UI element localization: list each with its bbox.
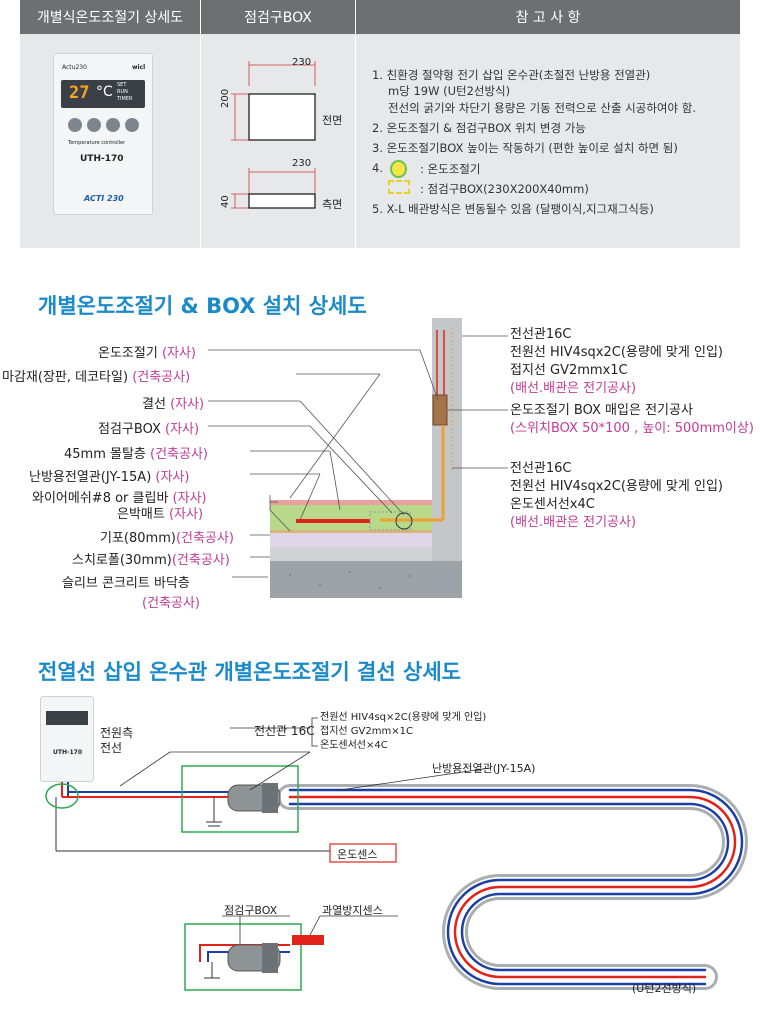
header-box: 점검구BOX	[201, 0, 355, 34]
label-wire-mesh: 와이어메쉬#8 or 클립바 (자사)	[32, 491, 207, 506]
sensor-label-box	[329, 843, 397, 863]
slab-texture	[289, 571, 441, 589]
controller-buttons	[68, 118, 140, 132]
note-2: 2. 온도조절기 & 점검구BOX 위치 변경 가능	[372, 121, 586, 135]
controller-legend-icon	[390, 160, 407, 178]
box-side-label: 측면	[322, 198, 343, 211]
box-side-rect	[248, 193, 316, 209]
mini-model: UTH-170	[53, 749, 83, 756]
section2-title: 개별온도조절기 & BOX 설치 상세도	[38, 294, 367, 318]
label-slab: 슬리브 콘크리트 바닥층	[62, 576, 190, 591]
slab	[270, 561, 462, 598]
right-labels-top: 전선관16C 전원선 HIV4sqx2C(용량에 맞게 인입) 접지선 GV2m…	[510, 327, 723, 396]
note-1c: 전선의 굵기와 차단기 용량은 기동 전력으로 산출 시공하여야 함.	[388, 101, 696, 115]
sensor-label: 온도센스	[337, 848, 378, 861]
box-legend-icon	[388, 180, 410, 194]
heating-pipe-loop	[277, 784, 748, 990]
method-label: (U턴2선방식)	[632, 982, 697, 995]
pipe-label: 난방용전열관(JY-15A)	[432, 762, 536, 775]
wire-spec-power: 전원선 HIV4sq×2C(용량에 맞게 인입)	[320, 712, 487, 723]
inspection-box-label: 점검구BOX	[224, 904, 278, 917]
label-heating-pipe: 난방용전열관(JY-15A) (자사)	[29, 470, 190, 485]
note-4: 4.	[372, 161, 383, 175]
foil-mat	[270, 530, 432, 533]
button-icon	[87, 118, 101, 132]
label-styrofoam: 스치로폴(30mm)(건축공사)	[72, 553, 230, 568]
controller-brand: Actu230	[62, 64, 87, 71]
foam-concrete	[270, 533, 432, 547]
junction-box-bottom	[184, 923, 302, 991]
styrofoam	[270, 547, 432, 561]
controller-model: UTH-170	[80, 154, 124, 164]
divider	[200, 0, 201, 248]
button-icon	[68, 118, 82, 132]
connection-highlight	[45, 783, 79, 809]
box-side-width: 230	[292, 158, 312, 169]
label-finish: 마감재(장판, 데코타일) (건축공사)	[2, 370, 191, 385]
section3-title: 전열선 삽입 온수관 개별온도조절기 결선 상세도	[38, 660, 461, 684]
box-dimension-drawing	[231, 61, 316, 209]
box-front-label: 전면	[322, 114, 343, 127]
mortar-layer	[270, 504, 432, 530]
wire-spec-list: 전원선 HIV4sq×2C(용량에 맞게 인입) 접지선 GV2mm×1C 온도…	[320, 711, 486, 753]
overheat-sensor	[292, 935, 324, 945]
wire-spec-ground: 접지선 GV2mm×1C	[320, 726, 413, 737]
controller-brand-right: wicl	[132, 64, 146, 71]
note-4b: : 점검구BOX(230X200X40mm)	[420, 182, 589, 196]
header-controller: 개별식온도조절기 상세도	[20, 0, 200, 34]
display-unit: °C	[96, 84, 113, 100]
conduit-label: 전선관 16C	[254, 724, 315, 738]
box-front-rect	[248, 93, 316, 141]
box-front-width: 230	[292, 57, 312, 68]
right-labels-mid: 온도조절기 BOX 매입은 전기공사 (스위치BOX 50*100 , 높이: …	[510, 403, 754, 436]
label-wiring: 결선 (자사)	[142, 397, 205, 412]
label-controller: 온도조절기 (자사)	[98, 346, 197, 361]
right-labels-bottom: 전선관16C 전원선 HIV4sqx2C(용량에 맞게 인입) 온도센서선x4C…	[510, 461, 723, 530]
label-inspection-box: 점검구BOX (자사)	[98, 422, 200, 437]
display-value: 27	[69, 83, 90, 103]
divider	[355, 0, 356, 248]
button-icon	[106, 118, 120, 132]
label-mortar: 45mm 몰탈층 (건축공사)	[64, 447, 208, 462]
reference-table: 개별식온도조절기 상세도 점검구BOX 참 고 사 항 Actu230 wicl…	[20, 0, 740, 248]
note-1: 1. 친환경 절약형 전기 삽입 온수관(초절전 난방용 전열관)	[372, 68, 651, 82]
finish-layer	[270, 500, 432, 505]
label-foam: 기포(80mm)(건축공사)	[100, 531, 234, 546]
label-foil-mat: 은박매트 (자사)	[117, 507, 204, 522]
label-slab-sub: (건축공사)	[142, 596, 200, 611]
wire-spec-sensor: 온도센서선×4C	[320, 740, 388, 751]
note-5: 5. X-L 배관방식은 변동될수 있음 (달팽이식,지그재그식등)	[372, 202, 654, 216]
controller-caption: Temperature controller	[68, 140, 126, 146]
mini-controller-image: UTH-170	[40, 696, 94, 782]
overheat-sensor-label: 과열방지센스	[322, 904, 383, 917]
mini-display	[46, 711, 88, 725]
note-4a: : 온도조절기	[420, 162, 481, 176]
junction-box-top	[181, 765, 299, 833]
note-1b: m당 19W (U턴2선방식)	[388, 84, 511, 98]
controller-logo: ACTI 230	[84, 194, 124, 203]
note-3: 3. 온도조절기BOX 높이는 작동하기 (편한 높이로 설치 하면 됨)	[372, 141, 678, 155]
button-icon	[125, 118, 139, 132]
header-notes: 참 고 사 항	[356, 0, 740, 34]
